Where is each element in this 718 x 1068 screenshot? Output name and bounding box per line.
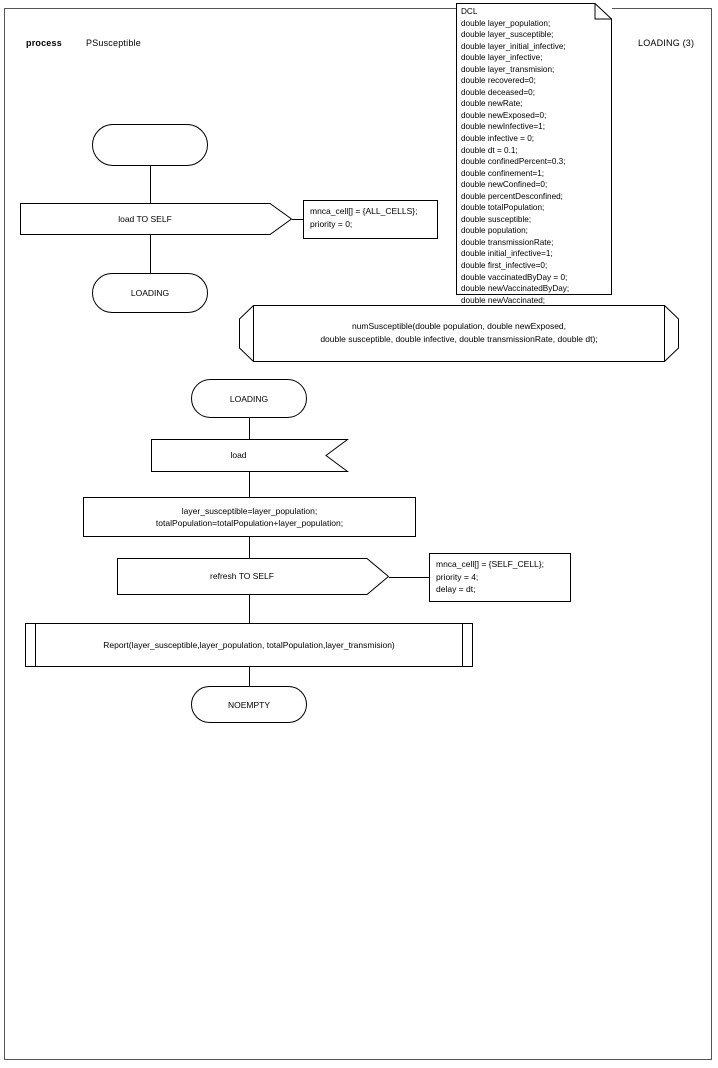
state-noempty-label: NOEMPTY	[227, 699, 271, 710]
input-shape-outline	[151, 439, 350, 472]
procedure-declaration-numsusceptible: numSusceptible(double population, double…	[239, 305, 679, 362]
process-keyword: process	[26, 38, 62, 48]
dcl-declaration-box: DCL double layer_population; double laye…	[456, 3, 612, 305]
process-name: PSusceptible	[86, 38, 141, 48]
connector-load-to-loading	[150, 235, 151, 273]
start-state-symbol[interactable]	[92, 124, 208, 166]
connector-load-to-note	[292, 219, 304, 220]
comment-refresh-parameters: mnca_cell[] = {SELF_CELL}; priority = 4;…	[429, 553, 571, 602]
connector-refresh-to-note	[389, 577, 430, 578]
dcl-text: DCL double layer_population; double laye…	[461, 7, 570, 305]
input-load-signal[interactable]: load	[151, 439, 350, 472]
state-loading-1[interactable]: LOADING	[92, 273, 208, 313]
comment-load-parameters: mnca_cell[] = {ALL_CELLS}; priority = 0;	[303, 200, 438, 239]
procedure-decl-line2: double susceptible, double infective, do…	[320, 334, 598, 344]
output-load-label: load TO SELF	[118, 214, 172, 224]
comment-refresh-line3: delay = dt;	[436, 584, 476, 594]
task-line2: totalPopulation=totalPopulation+layer_po…	[155, 518, 344, 528]
task-assign-susceptible[interactable]: layer_susceptible=layer_population; tota…	[83, 497, 416, 537]
output-load-to-self[interactable]: load TO SELF	[20, 203, 293, 235]
connector-input-to-task	[249, 472, 250, 497]
output-refresh-outline	[117, 558, 390, 595]
output-refresh-to-self[interactable]: refresh TO SELF	[117, 558, 390, 595]
state-loading-2-label: LOADING	[229, 393, 269, 404]
dcl-box-outline	[456, 3, 612, 295]
state-noempty[interactable]: NOEMPTY	[191, 686, 307, 723]
state-loading-1-label: LOADING	[130, 288, 170, 298]
state-loading-2[interactable]: LOADING	[191, 379, 307, 418]
task-line1: layer_susceptible=layer_population;	[181, 505, 318, 516]
connector-start-to-load	[150, 166, 151, 203]
procedure-decl-line1: numSusceptible(double population, double…	[351, 321, 567, 331]
comment-refresh-line1: mnca_cell[] = {SELF_CELL};	[436, 559, 544, 569]
procedure-shape-outline	[239, 305, 679, 362]
page-reference: LOADING (3)	[638, 38, 695, 48]
comment-refresh-line2: priority = 4;	[436, 571, 479, 582]
input-load-label: load	[230, 450, 247, 460]
output-shape-outline	[20, 203, 293, 235]
procedure-call-report-label: Report(layer_susceptible,layer_populatio…	[103, 640, 395, 650]
output-refresh-label: refresh TO SELF	[210, 571, 274, 581]
connector-refresh-to-report	[249, 595, 250, 623]
procedure-call-report[interactable]: Report(layer_susceptible,layer_populatio…	[25, 623, 473, 667]
connector-report-to-noempty	[249, 667, 250, 686]
connector-task-to-refresh	[249, 537, 250, 558]
comment-load-line2: priority = 0;	[310, 218, 353, 229]
comment-load-line1: mnca_cell[] = {ALL_CELLS};	[310, 206, 418, 216]
connector-loading2-to-input	[249, 418, 250, 439]
